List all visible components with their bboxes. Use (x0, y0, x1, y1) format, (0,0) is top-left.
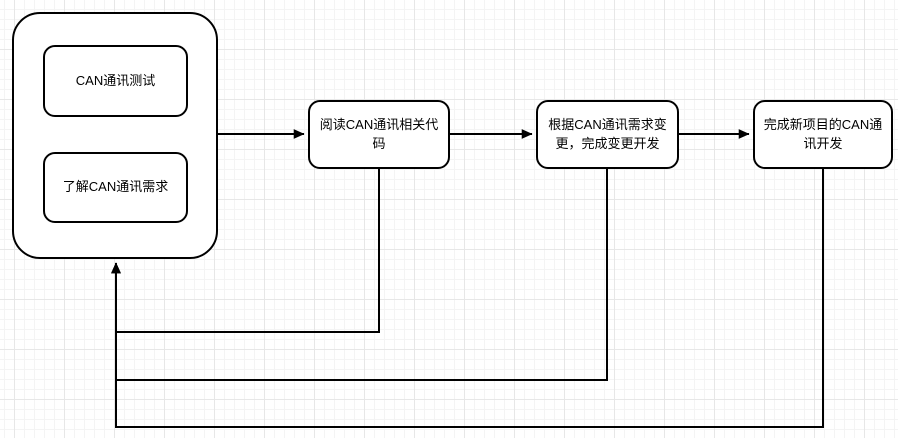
node-new-project-development-label: 完成新项目的CAN通讯开发 (763, 116, 883, 151)
node-understand-requirements[interactable]: 了解CAN通讯需求 (43, 152, 188, 223)
node-can-test[interactable]: CAN通讯测试 (43, 45, 188, 117)
node-read-code[interactable]: 阅读CAN通讯相关代码 (308, 100, 450, 169)
node-change-development-label: 根据CAN通讯需求变更，完成变更开发 (548, 116, 667, 151)
node-can-test-label: CAN通讯测试 (75, 72, 156, 88)
node-change-development[interactable]: 根据CAN通讯需求变更，完成变更开发 (536, 100, 679, 169)
node-read-code-label: 阅读CAN通讯相关代码 (319, 116, 439, 151)
edge-newproject-feedback[interactable] (111, 169, 824, 428)
node-understand-requirements-label: 了解CAN通讯需求 (62, 179, 169, 195)
node-new-project-development[interactable]: 完成新项目的CAN通讯开发 (753, 100, 893, 169)
